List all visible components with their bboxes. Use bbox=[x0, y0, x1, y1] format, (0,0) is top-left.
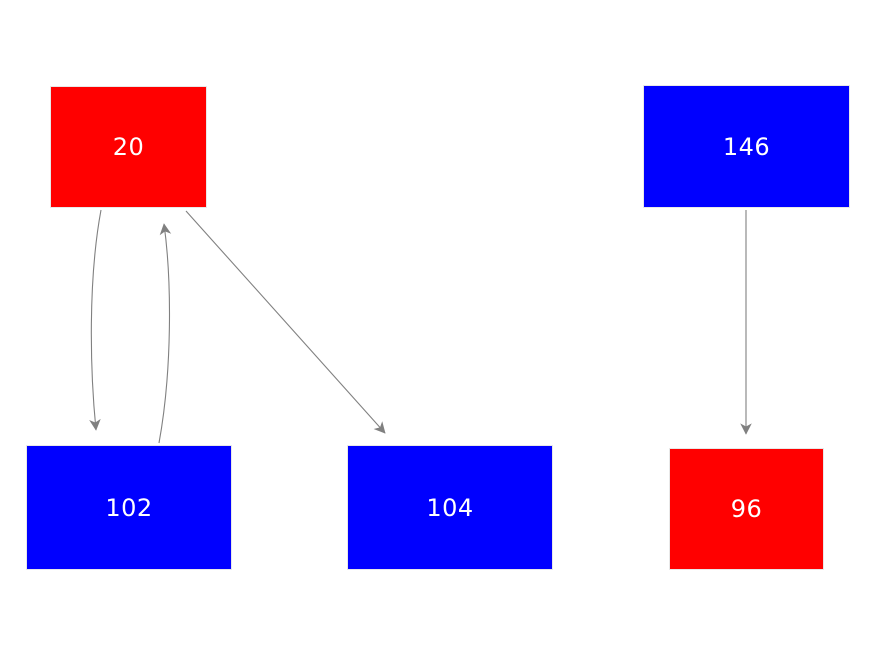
edge-20-to-102 bbox=[89, 209, 102, 431]
graph-node-146[interactable]: 146 bbox=[643, 85, 850, 208]
graph-node-96-label: 96 bbox=[730, 495, 763, 523]
edge-20-to-104 bbox=[185, 210, 386, 434]
graph-node-102-label: 102 bbox=[105, 493, 153, 522]
graph-node-104-label: 104 bbox=[426, 493, 474, 522]
graph-node-104[interactable]: 104 bbox=[347, 445, 553, 570]
graph-node-102[interactable]: 102 bbox=[26, 445, 232, 570]
graph-node-20[interactable]: 20 bbox=[50, 86, 207, 208]
edge-102-to-20 bbox=[158, 223, 172, 444]
graph-node-146-label: 146 bbox=[722, 132, 771, 161]
graph-node-20-label: 20 bbox=[112, 133, 145, 161]
graph-node-96[interactable]: 96 bbox=[669, 448, 824, 570]
